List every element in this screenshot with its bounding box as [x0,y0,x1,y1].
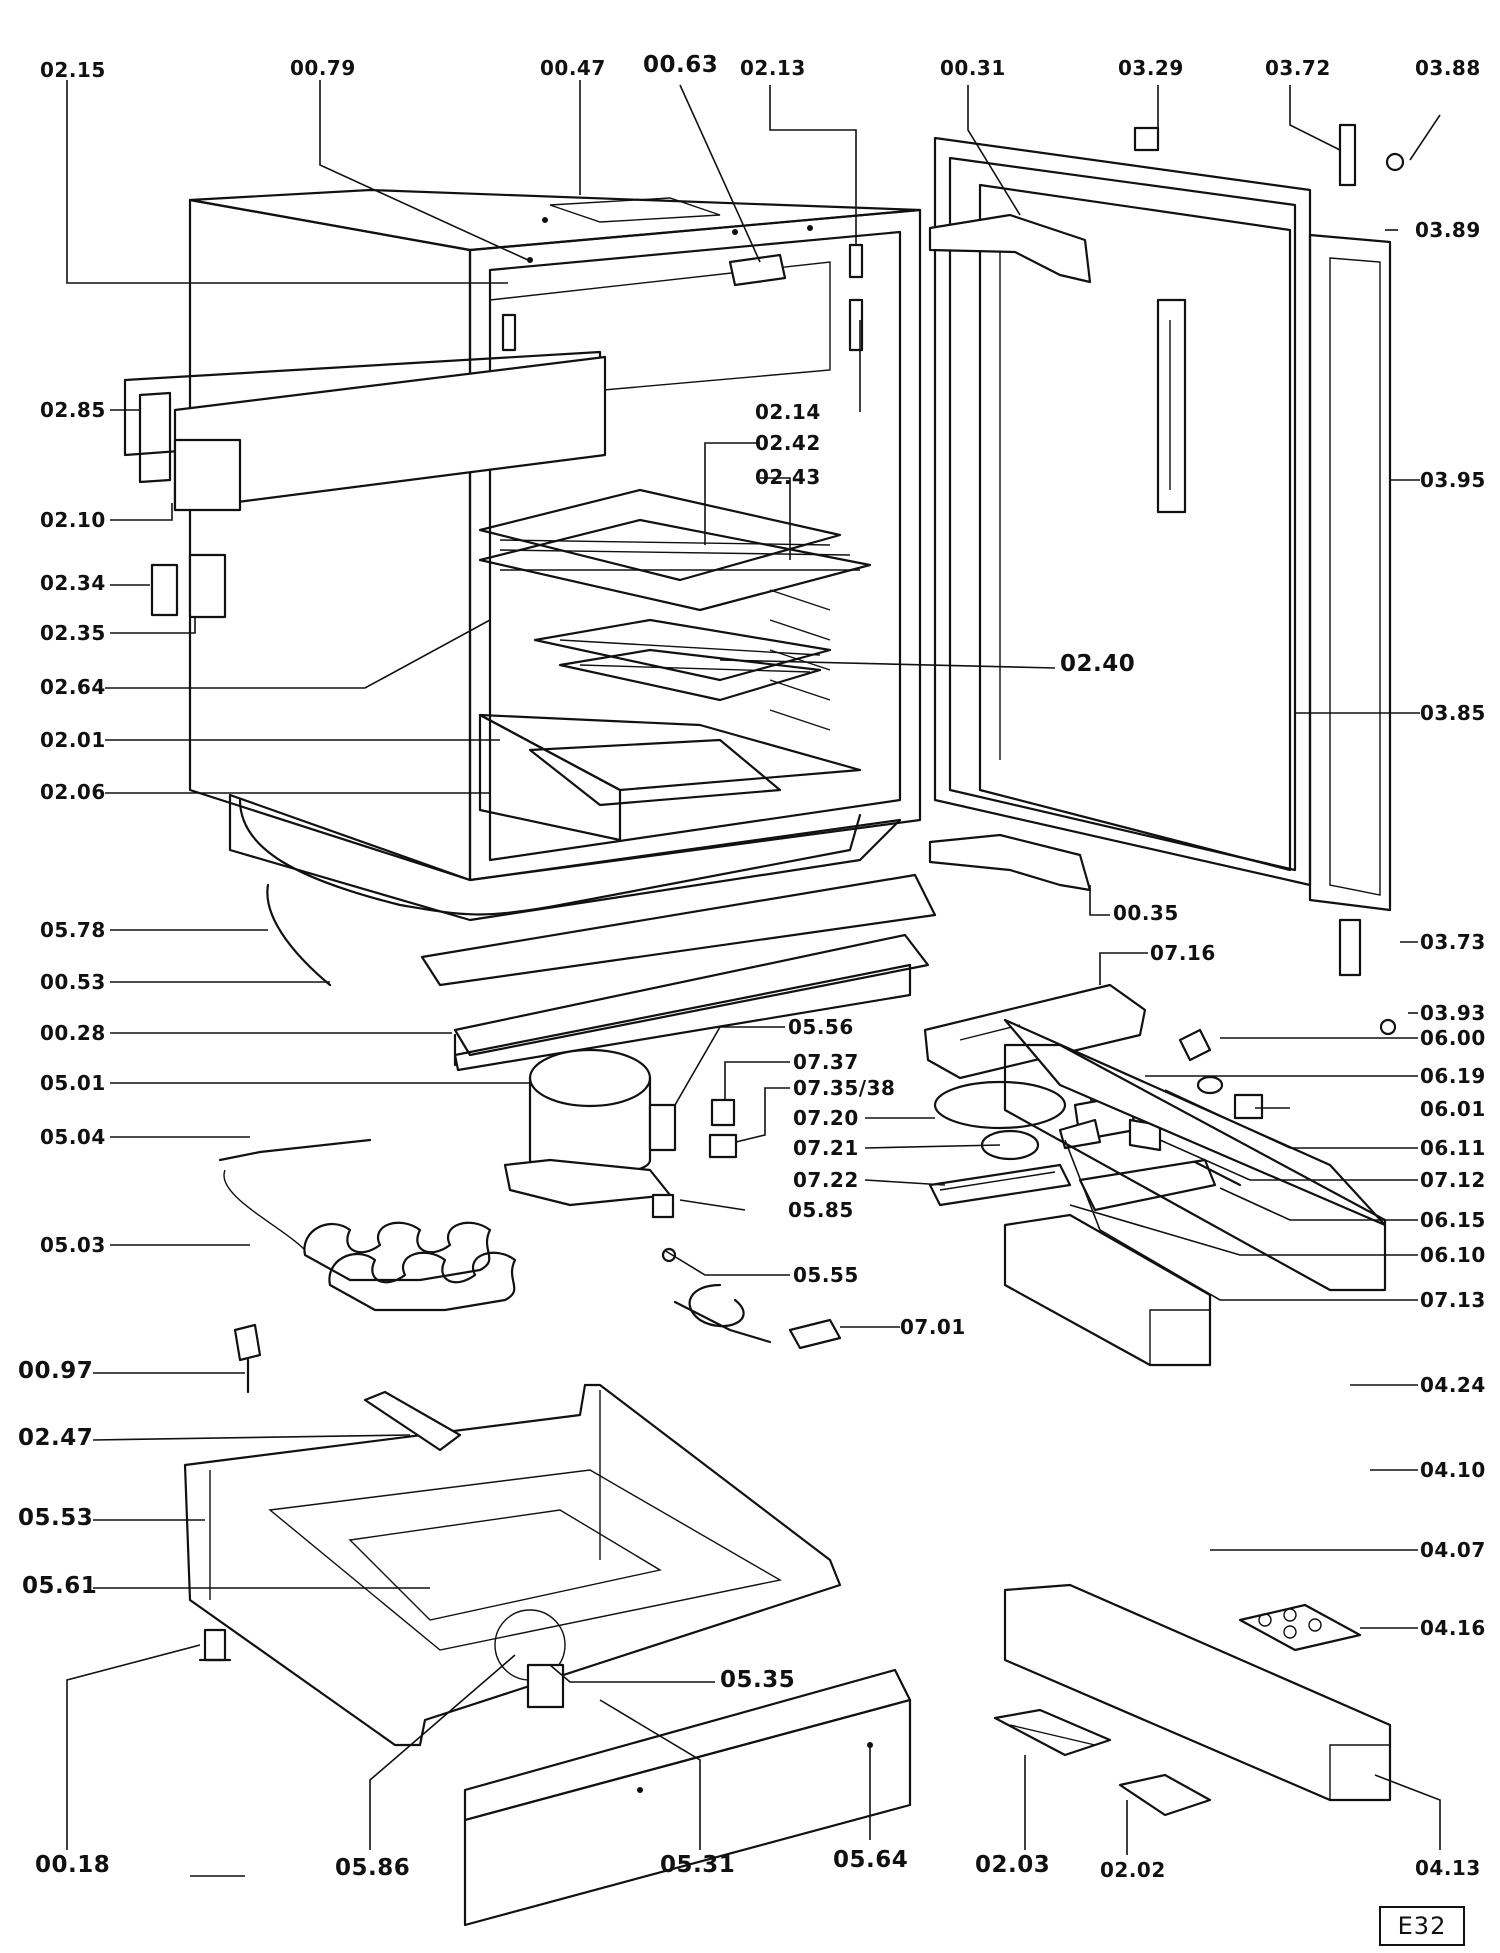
callout-06-15: 06.15 [1420,1208,1486,1232]
door-hinges [928,123,1405,1036]
callout-02-03: 02.03 [975,1852,1051,1878]
callout-02-01: 02.01 [40,728,106,752]
callout-07-37: 07.37 [793,1050,859,1074]
callout-05-03: 05.03 [40,1233,106,1257]
shelf-rails [769,589,831,731]
callout-00-97: 00.97 [18,1358,94,1384]
callout-03-88: 03.88 [1415,56,1481,80]
callout-00-18: 00.18 [35,1852,111,1878]
callout-05-64: 05.64 [833,1847,909,1873]
freezer-door [123,350,607,512]
lamp-housing [923,983,1147,1207]
callout-04-24: 04.24 [1420,1373,1486,1397]
callout-04-07: 04.07 [1420,1538,1486,1562]
callout-00-35: 00.35 [1113,901,1179,925]
callout-00-28: 00.28 [40,1021,106,1045]
callout-02-10: 02.10 [40,508,106,532]
callout-02-43: 02.43 [755,465,821,489]
callout-06-00: 06.00 [1420,1026,1486,1050]
callout-07-12: 07.12 [1420,1168,1486,1192]
power-cable [661,1247,842,1350]
callout-02-35: 02.35 [40,621,106,645]
callout-07-35-38: 07.35/38 [793,1076,896,1100]
callout-06-10: 06.10 [1420,1243,1486,1267]
callout-05-55: 05.55 [793,1263,859,1287]
callout-05-61: 05.61 [22,1573,98,1599]
callout-07-13: 07.13 [1420,1288,1486,1312]
callout-00-53: 00.53 [40,970,106,994]
callout-05-31: 05.31 [660,1852,736,1878]
callout-05-35: 05.35 [720,1667,796,1693]
callout-02-40: 02.40 [1060,651,1136,677]
callout-02-06: 02.06 [40,780,106,804]
callout-00-31: 00.31 [940,56,1006,80]
callout-02-02: 02.02 [1100,1858,1166,1882]
callout-02-15: 02.15 [40,58,106,82]
callout-05-04: 05.04 [40,1125,106,1149]
callout-04-13: 04.13 [1415,1856,1481,1880]
compressor [503,1048,677,1207]
egg-tray [1238,1603,1362,1652]
callout-00-47: 00.47 [540,56,606,80]
callout-05-85: 05.85 [788,1198,854,1222]
callout-07-22: 07.22 [793,1168,859,1192]
callout-02-85: 02.85 [40,398,106,422]
callout-00-79: 00.79 [290,56,356,80]
wire-shelves [478,488,872,702]
callout-06-01: 06.01 [1420,1097,1486,1121]
callout-03-72: 03.72 [1265,56,1331,80]
callout-02-47: 02.47 [18,1425,94,1451]
callout-02-42: 02.42 [755,431,821,455]
callout-04-10: 04.10 [1420,1458,1486,1482]
callout-05-53: 05.53 [18,1505,94,1531]
callout-07-21: 07.21 [793,1136,859,1160]
condenser-coil [218,1138,517,1312]
callout-04-16: 04.16 [1420,1616,1486,1640]
butter-box [1118,1773,1212,1817]
callout-03-29: 03.29 [1118,56,1184,80]
callout-02-34: 02.34 [40,571,106,595]
ice-tray [993,1708,1112,1757]
freezer-catch [150,553,227,619]
front-kick-plate [463,1668,912,1927]
callout-03-95: 03.95 [1420,468,1486,492]
callout-05-86: 05.86 [335,1855,411,1881]
callout-05-78: 05.78 [40,918,106,942]
callout-05-56: 05.56 [788,1015,854,1039]
crisper-tray [478,713,862,842]
callout-05-01: 05.01 [40,1071,106,1095]
cabinet-body [188,188,922,922]
callout-03-73: 03.73 [1420,930,1486,954]
callout-06-11: 06.11 [1420,1136,1486,1160]
main-door [933,136,1392,912]
callout-02-14: 02.14 [755,400,821,424]
callout-00-63: 00.63 [643,52,719,78]
leader-lines [66,80,1441,1877]
callout-03-89: 03.89 [1415,218,1481,242]
door-shelf-04.13 [1003,1583,1392,1802]
callout-02-64: 02.64 [40,675,106,699]
callout-03-93: 03.93 [1420,1001,1486,1025]
door-shelf-04.07 [1003,1213,1212,1367]
callout-02-13: 02.13 [740,56,806,80]
callout-07-01: 07.01 [900,1315,966,1339]
sheet-id-box: E32 [1379,1906,1465,1946]
callout-03-85: 03.85 [1420,701,1486,725]
callout-07-20: 07.20 [793,1106,859,1130]
loose-parts [198,1323,462,1662]
base-frame [183,1383,842,1747]
callout-06-19: 06.19 [1420,1064,1486,1088]
callout-07-16: 07.16 [1150,941,1216,965]
base-panels [266,873,937,1072]
